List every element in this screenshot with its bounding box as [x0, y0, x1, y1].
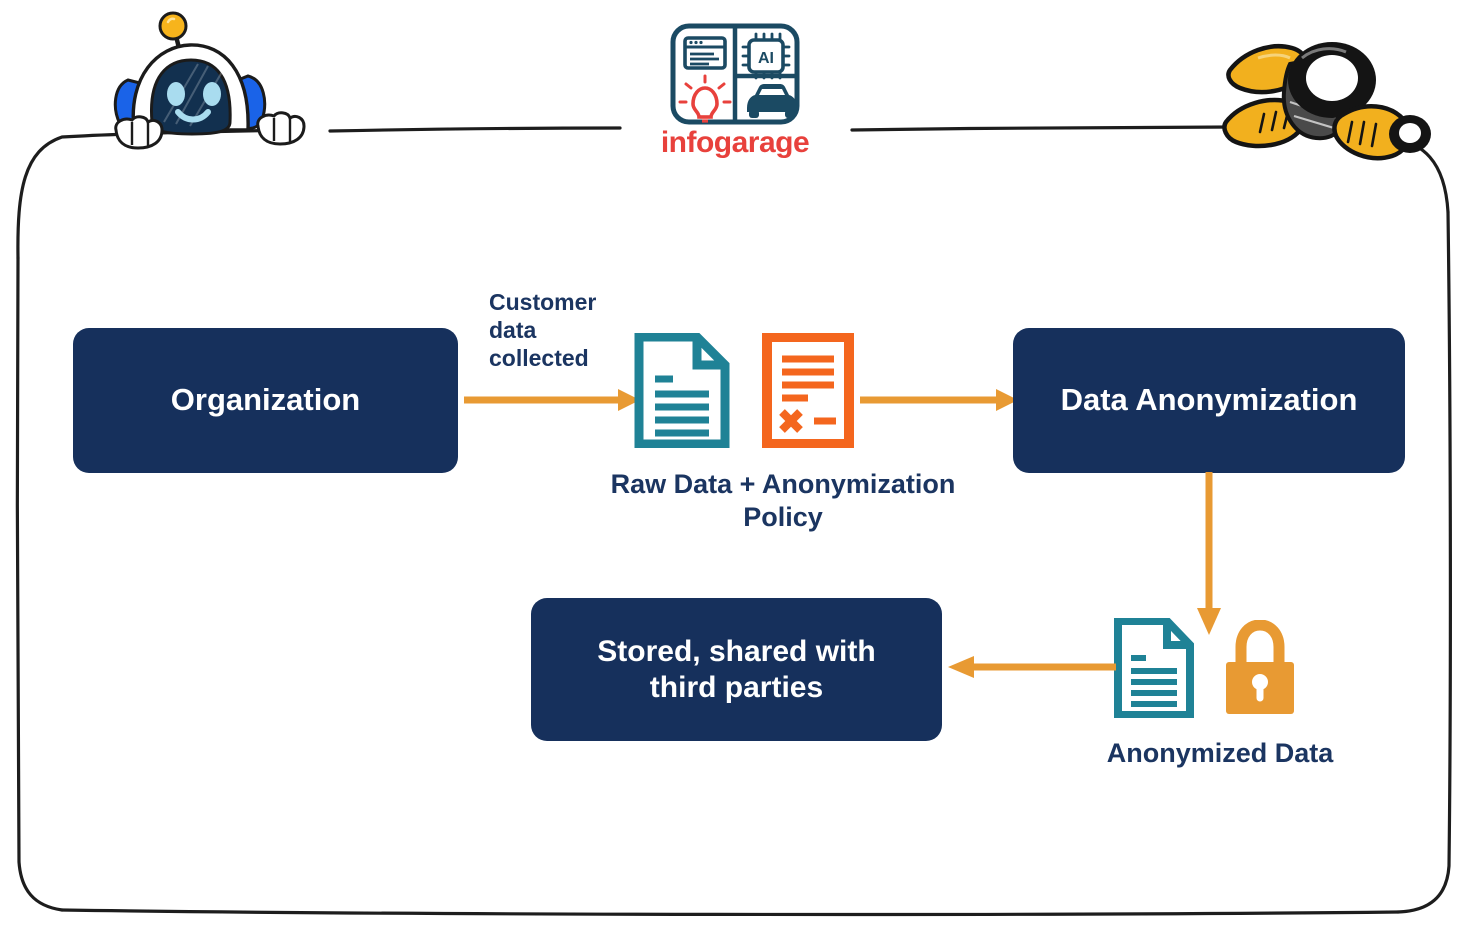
- edge-label-line-2: data: [489, 317, 537, 344]
- car-icon: [747, 84, 797, 118]
- arrow-anonymized-data-to-stored: [948, 656, 1116, 678]
- document-icon: [1114, 618, 1194, 718]
- node-anonymized-data-label: Anonymized Data: [1106, 738, 1334, 768]
- policy-document-icon: [762, 333, 854, 448]
- node-data-anonymization-label: Data Anonymization: [1060, 382, 1358, 418]
- lightbulb-icon: [678, 74, 732, 123]
- edge-label-line-1: Customer: [489, 289, 597, 315]
- lock-icon: [1226, 620, 1294, 714]
- node-stored-shared-label-line-2: third parties: [649, 670, 824, 704]
- ai-chip-icon: AI: [741, 32, 791, 80]
- arrow-raw-data-to-anonymization: [860, 389, 1018, 411]
- arrow-organization-to-raw-data: [464, 389, 640, 411]
- arrow-anonymization-to-anonymized-data: [1197, 472, 1221, 635]
- node-raw-data-label-line-1: Raw Data + Anonymization: [610, 469, 956, 499]
- logo-mark-icon: AI: [670, 23, 800, 125]
- robot-mascot: [113, 11, 306, 150]
- node-stored-shared-label-line-1: Stored, shared with: [597, 635, 876, 669]
- node-organization-label: Organization: [170, 382, 361, 418]
- brand-logo: AI: [655, 22, 815, 172]
- node-organization[interactable]: Organization: [73, 328, 458, 473]
- wrench-mascot: [1222, 42, 1431, 161]
- svg-text:AI: AI: [758, 50, 774, 67]
- node-raw-data-label-line-2: Policy: [743, 502, 823, 533]
- node-raw-data-label: Raw Data + Anonymization Policy: [548, 468, 1018, 535]
- edge-label-line-3: collected: [489, 345, 589, 372]
- document-icon: [634, 333, 730, 448]
- node-stored-shared[interactable]: Stored, shared with third parties: [531, 598, 942, 741]
- brand-wordmark: infogarage: [660, 126, 810, 159]
- edge-label-customer-data-collected: Customer data collected: [489, 288, 639, 372]
- node-data-anonymization[interactable]: Data Anonymization: [1013, 328, 1405, 473]
- browser-window-icon: [683, 36, 727, 70]
